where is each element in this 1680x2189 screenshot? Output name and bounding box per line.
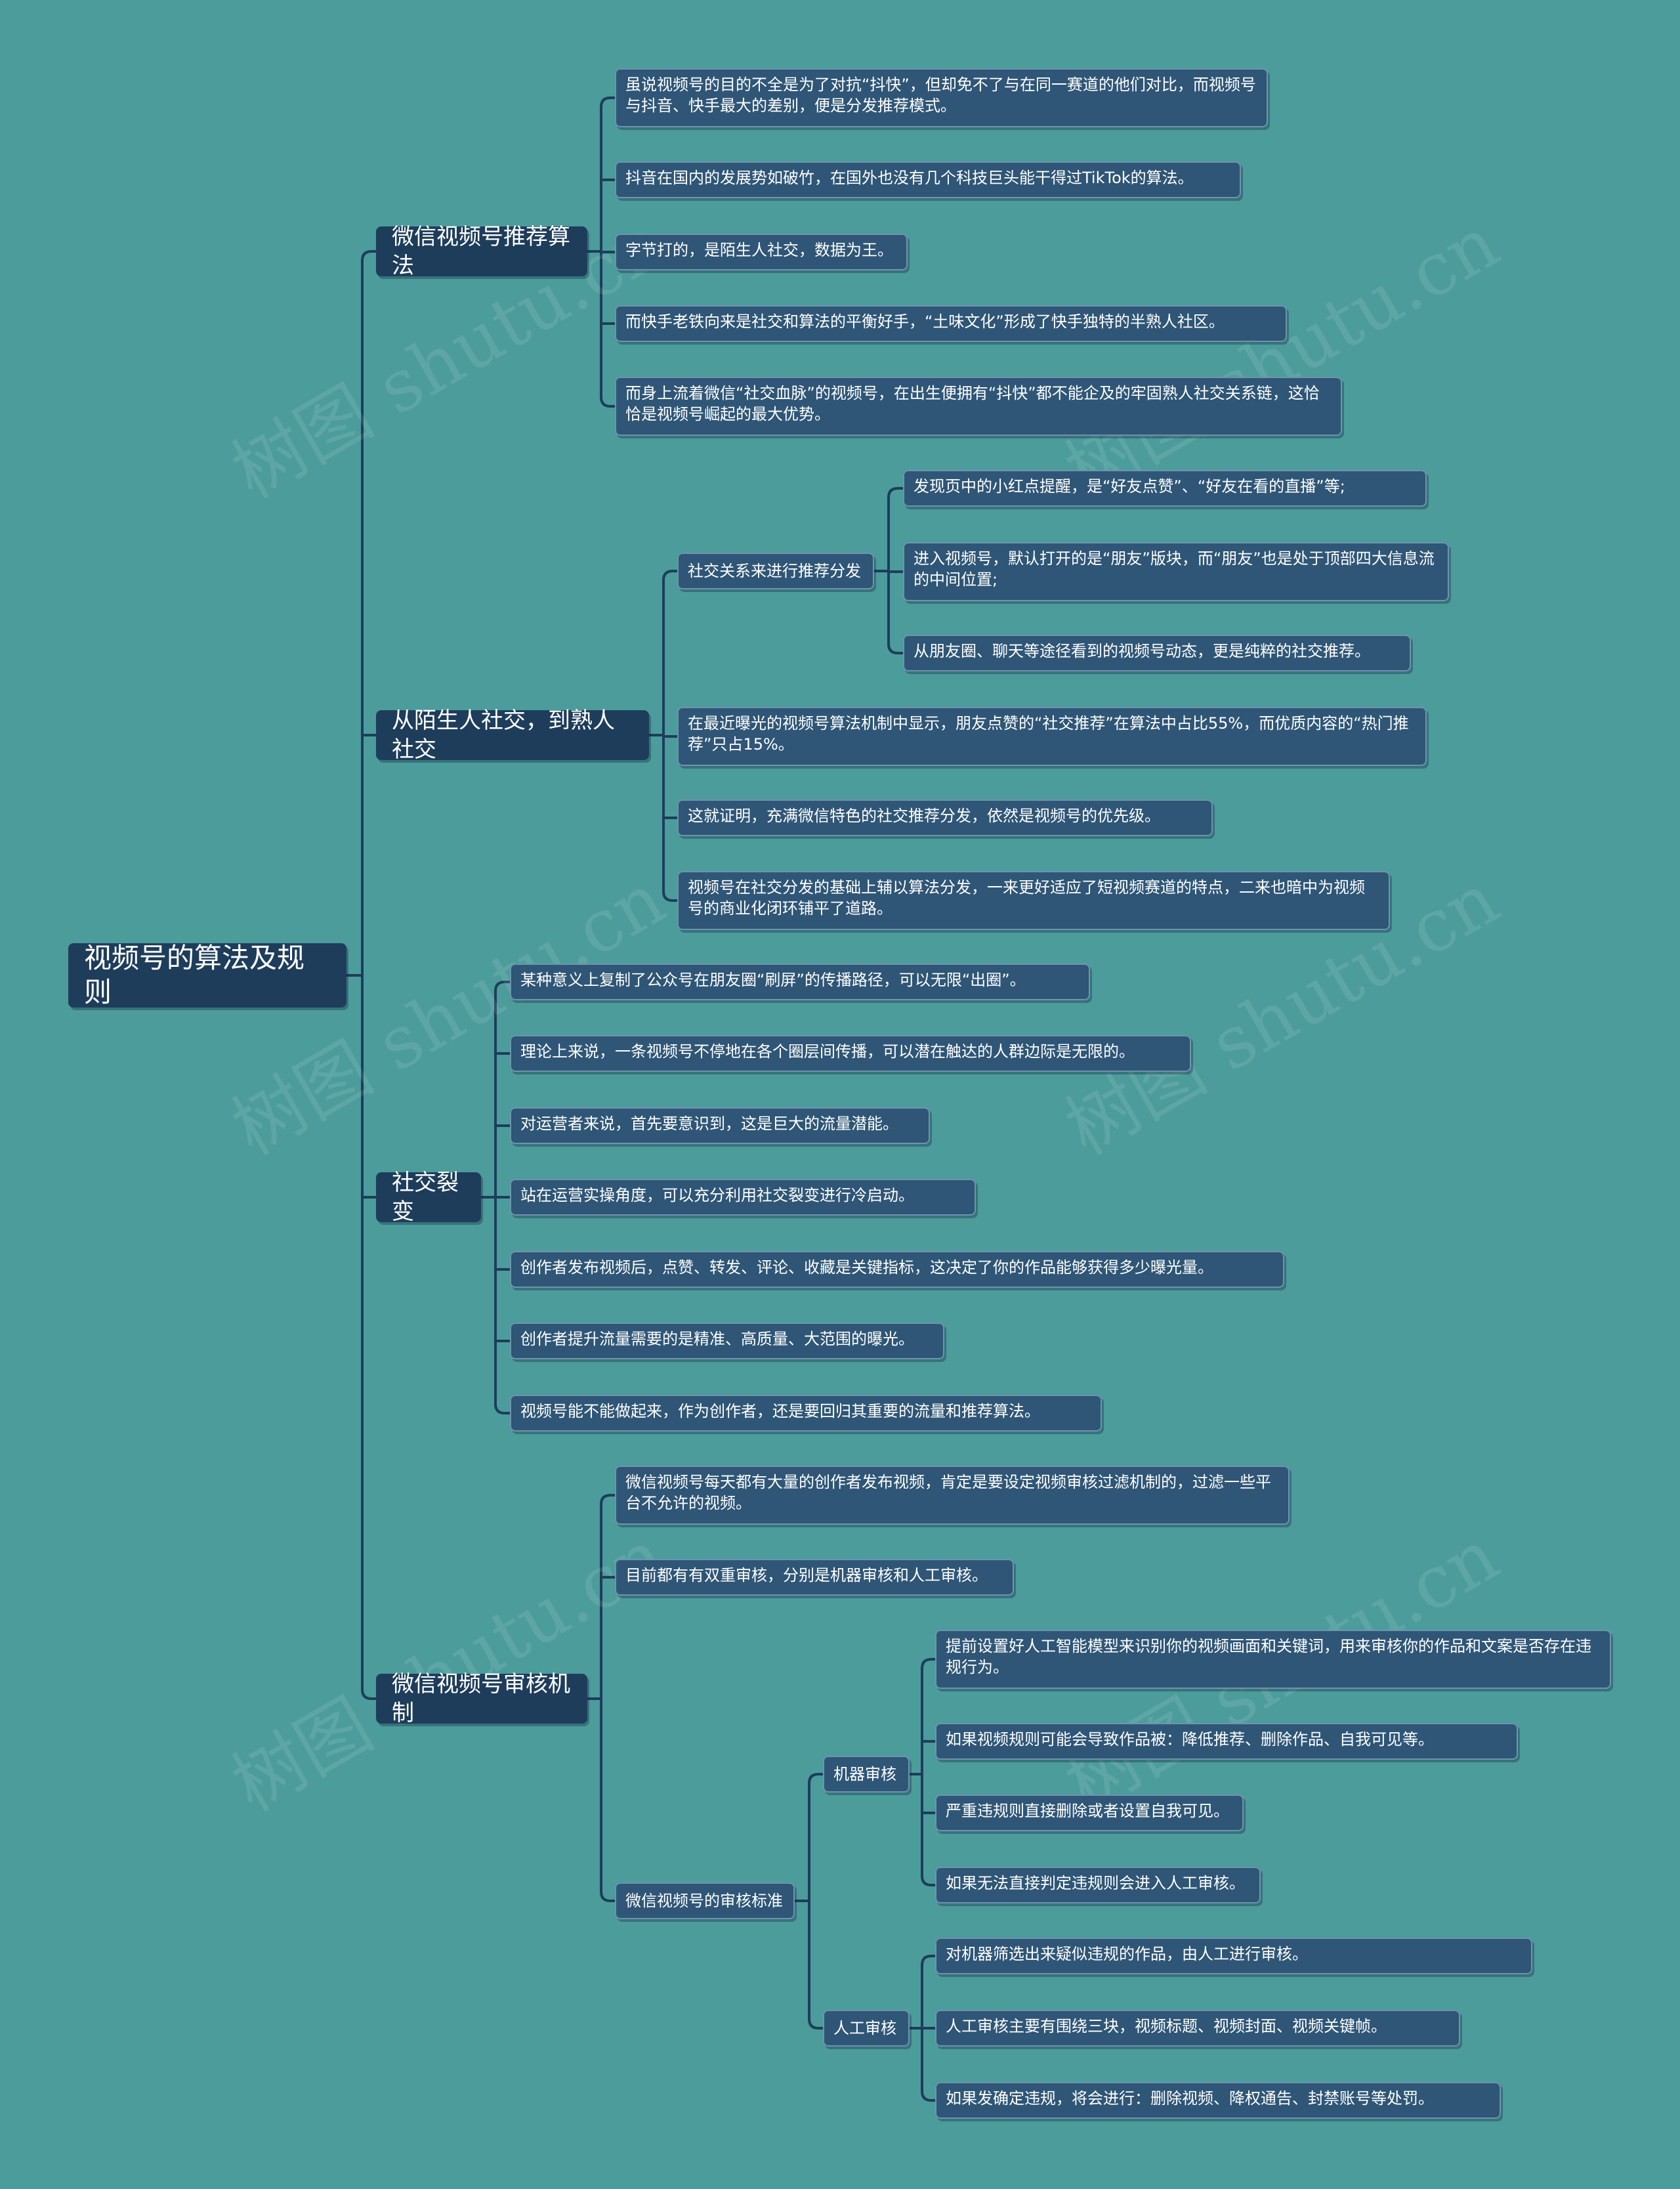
leaf-node[interactable]: 如果发确定违规，将会进行：删除视频、降权通告、封禁账号等处罚。: [935, 2082, 1501, 2119]
leaf-node[interactable]: 目前都有有双重审核，分别是机器审核和人工审核。: [615, 1559, 1014, 1596]
leaf-node[interactable]: 而身上流着微信“社交血脉”的视频号，在出生便拥有“抖快”都不能企及的牢固熟人社交…: [615, 377, 1342, 436]
connector-line: [600, 1494, 616, 1506]
leaf-node[interactable]: 对机器筛选出来疑似违规的作品，由人工进行审核。: [935, 1938, 1532, 1974]
connector-line: [600, 1890, 616, 1902]
leaf-node[interactable]: 抖音在国内的发展势如破竹，在国外也没有几个科技巨头能干得过TikTok的算法。: [615, 161, 1241, 198]
sub-topic-review-standard[interactable]: 微信视频号的审核标准: [615, 1882, 795, 1919]
leaf-node[interactable]: 某种意义上复制了公众号在朋友圈“刷屏”的传播路径，可以无限“出圈”。: [510, 964, 1090, 1000]
connector-line: [662, 890, 679, 902]
leaf-node[interactable]: 微信视频号每天都有大量的创作者发布视频，肯定是要设定视频审核过滤机制的，过滤一些…: [615, 1466, 1290, 1525]
leaf-node[interactable]: 视频号在社交分发的基础上辅以算法分发，一来更好适应了短视频赛道的特点，二来也暗中…: [677, 871, 1390, 930]
branch-recommend-algorithm[interactable]: 微信视频号推荐算法: [376, 224, 587, 279]
branch-stranger-to-acquaintance[interactable]: 从陌生人社交，到熟人社交: [376, 708, 649, 763]
sub-topic-social-recommend[interactable]: 社交关系来进行推荐分发: [677, 553, 874, 589]
leaf-node[interactable]: 站在运营实操角度，可以充分利用社交裂变进行冷启动。: [510, 1179, 976, 1216]
leaf-node[interactable]: 创作者发布视频后，点赞、转发、评论、收藏是关键指标，这决定了你的作品能够获得多少…: [510, 1251, 1284, 1288]
connector-line: [494, 981, 511, 992]
connector-line: [808, 2018, 824, 2030]
connector-line: [361, 1688, 377, 1700]
leaf-node[interactable]: 虽说视频号的目的不全是为了对抗“抖快”，但却免不了与在同一赛道的他们对比，而视频…: [615, 68, 1268, 127]
connector-line: [921, 1875, 936, 1886]
connector-line: [921, 1955, 936, 1966]
leaf-node[interactable]: 而快手老铁向来是社交和算法的平衡好手，“土味文化”形成了快手独特的半熟人社区。: [615, 305, 1287, 342]
leaf-node[interactable]: 发现页中的小红点提醒，是“好友点赞”、“好友在看的直播”等;: [903, 470, 1427, 507]
leaf-node[interactable]: 进入视频号，默认打开的是“朋友”版块，而“朋友”也是处于顶部四大信息流的中间位置…: [903, 542, 1449, 601]
leaf-node[interactable]: 从朋友圈、聊天等途径看到的视频号动态，更是纯粹的社交推荐。: [903, 635, 1411, 671]
connector-line: [921, 1658, 936, 1670]
leaf-node[interactable]: 这就证明，充满微信特色的社交推荐分发，依然是视频号的优先级。: [677, 799, 1213, 836]
leaf-node[interactable]: 理论上来说，一条视频号不停地在各个圈层间传播，可以潜在触达的人群边际是无限的。: [510, 1035, 1191, 1072]
connector-line: [600, 396, 616, 408]
leaf-node[interactable]: 如果视频规则可能会导致作品被：降低推荐、删除作品、自我可见等。: [935, 1723, 1518, 1760]
connector-line: [921, 2090, 936, 2102]
leaf-node[interactable]: 人工审核主要有围绕三块，视频标题、视频封面、视频关键帧。: [935, 2010, 1460, 2047]
sub-topic-machine-review[interactable]: 机器审核: [823, 1756, 910, 1793]
leaf-node[interactable]: 字节打的，是陌生人社交，数据为王。: [615, 234, 908, 270]
sub-topic-human-review[interactable]: 人工审核: [823, 2010, 910, 2047]
leaf-node[interactable]: 视频号能不能做起来，作为创作者，还是要回归其重要的流量和推荐算法。: [510, 1395, 1102, 1432]
connector-line: [887, 643, 904, 654]
branch-social-fission[interactable]: 社交裂变: [376, 1170, 481, 1225]
leaf-node[interactable]: 严重违规则直接删除或者设置自我可见。: [935, 1795, 1244, 1831]
connector-line: [361, 250, 377, 262]
leaf-node[interactable]: 在最近曝光的视频号算法机制中显示，朋友点赞的“社交推荐”在算法中占比55%，而优…: [677, 707, 1427, 766]
leaf-node[interactable]: 提前设置好人工智能模型来识别你的视频画面和关键词，用来审核你的作品和文案是否存在…: [935, 1630, 1611, 1689]
connector-line: [494, 1403, 511, 1414]
leaf-node[interactable]: 如果无法直接判定违规则会进入人工审核。: [935, 1867, 1261, 1903]
leaf-node[interactable]: 创作者提升流量需要的是精准、高质量、大范围的曝光。: [510, 1323, 944, 1359]
root-topic[interactable]: 视频号的算法及规则: [68, 942, 346, 1008]
connector-line: [808, 1773, 824, 1785]
connector-line: [887, 487, 904, 499]
branch-review-mechanism[interactable]: 微信视频号审核机制: [376, 1671, 587, 1726]
connector-line: [662, 570, 679, 582]
connector-line: [600, 96, 616, 108]
leaf-node[interactable]: 对运营者来说，首先要意识到，这是巨大的流量潜能。: [510, 1107, 930, 1144]
